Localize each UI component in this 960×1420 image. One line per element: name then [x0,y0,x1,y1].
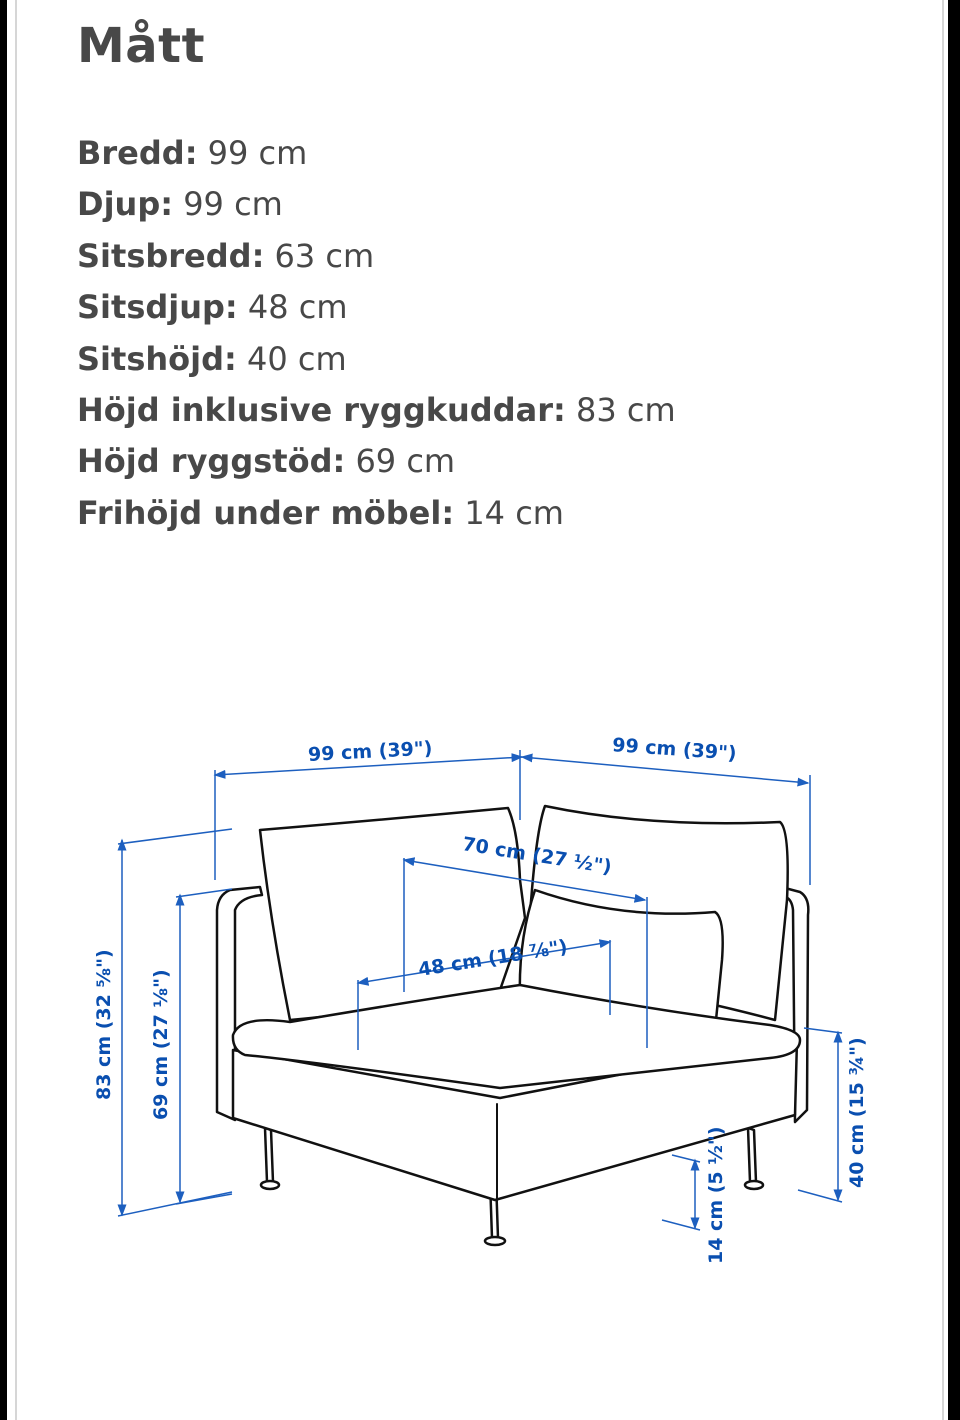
label-back-height: 69 cm (27 ⅛") [150,969,172,1120]
label-clearance: 14 cm (5 ½") [705,1127,727,1265]
spec-seat-width: Sitsbredd: 63 cm [77,236,375,275]
label-width-right: 99 cm (39") [612,734,738,765]
spec-backrest-height: Höjd ryggstöd: 69 cm [77,442,456,481]
spec-seat-height: Sitshöjd: 40 cm [77,339,347,378]
section-title: Mått [77,18,206,74]
right-divider [942,0,944,1420]
label-width-left: 99 cm (39") [308,737,433,765]
spec-depth: Djup: 99 cm [77,185,283,224]
dimension-list: Bredd: 99 cm Djup: 99 cm Sitsbredd: 63 c… [77,128,676,539]
label-total-height: 83 cm (32 ⅝") [93,949,115,1100]
spec-clearance: Frihöjd under möbel: 14 cm [77,493,564,532]
left-divider [15,0,17,1420]
spec-width: Bredd: 99 cm [77,134,308,172]
spec-seat-depth: Sitsdjup: 48 cm [77,288,348,327]
dimension-lines [117,750,843,1231]
spec-height-with-cushions: Höjd inklusive ryggkuddar: 83 cm [77,391,676,430]
label-seat-height: 40 cm (15 ¾") [846,1037,868,1188]
